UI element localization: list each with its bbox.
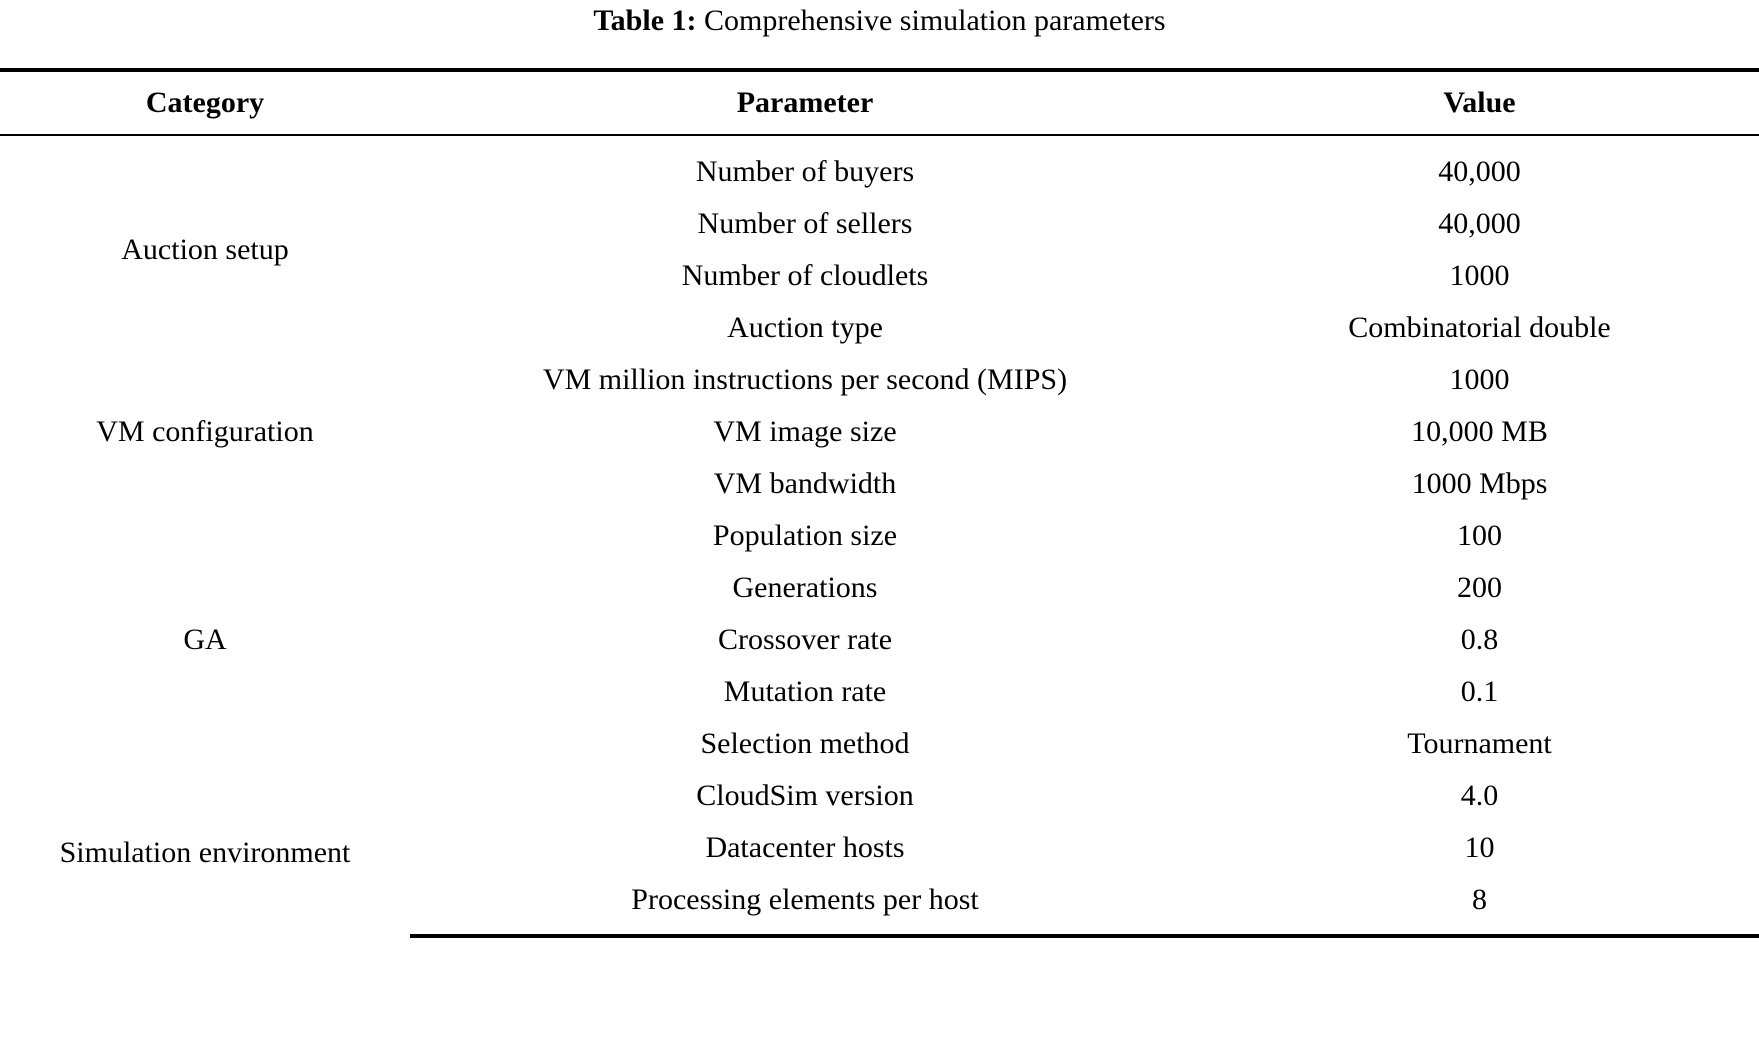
value-cell: 1000: [1449, 259, 1510, 292]
table-row: Simulation environment CloudSim version 4.…: [0, 770, 1759, 869]
table-row: GA Population size 100: [0, 510, 1759, 656]
value-cell: 10: [1464, 831, 1495, 864]
parameter-cell: Number of buyers: [695, 155, 915, 188]
parameter-cell: Selection method: [700, 727, 910, 760]
parameter-cell: VM bandwidth: [713, 467, 897, 500]
value-cell: 40,000: [1438, 155, 1521, 188]
value-cell: 1000: [1449, 363, 1510, 396]
table-row: VM configuration VM million instructions …: [0, 354, 1759, 448]
value-cell: Tournament: [1407, 727, 1552, 760]
value-cell: 1000 Mbps: [1411, 467, 1548, 500]
table-row: Crossover rate 0.8: [0, 614, 1759, 666]
parameter-cell: VM image size: [713, 415, 897, 448]
category-cell: Simulation environment: [59, 836, 351, 869]
table-caption-label: Table 1:: [593, 4, 697, 37]
table-header-row: Category Parameter Value: [0, 68, 1759, 136]
parameter-cell: CloudSim version: [696, 779, 914, 812]
table-row: Auction type Combinatorial double: [0, 302, 1759, 354]
table-row: Auction setup Number of buyers 40,000: [0, 135, 1759, 266]
table-row: Number of cloudlets 1000: [0, 250, 1759, 302]
table-row: VM image size 10,000 MB: [0, 406, 1759, 458]
table-row: Mutation rate 0.1: [0, 666, 1759, 718]
value-cell: 200: [1457, 571, 1502, 604]
parameter-cell: Number of cloudlets: [681, 259, 929, 292]
table-row: Selection method Tournament: [0, 718, 1759, 770]
parameter-cell: Datacenter hosts: [705, 831, 905, 864]
column-header-parameter: Parameter: [410, 68, 1200, 136]
table-row: VM bandwidth 1000 Mbps: [0, 458, 1759, 510]
column-header-value: Value: [1200, 68, 1759, 136]
value-cell: 40,000: [1438, 207, 1521, 240]
value-cell: Combinatorial double: [1348, 311, 1611, 344]
parameter-cell: Number of sellers: [697, 207, 913, 240]
value-cell: 10,000 MB: [1411, 415, 1548, 448]
category-cell: GA: [183, 623, 227, 656]
parameter-cell: Mutation rate: [723, 675, 887, 708]
category-cell: VM configuration: [96, 415, 314, 448]
value-cell: 0.8: [1460, 623, 1499, 656]
table-caption: Table 1: Comprehensive simulation parame…: [0, 2, 1759, 40]
parameter-cell: Auction type: [727, 311, 883, 344]
table-row: Datacenter hosts 10: [0, 822, 1759, 874]
parameter-cell: Processing elements per host: [410, 874, 1200, 938]
parameter-cell: VM million instructions per second (MIPS…: [542, 363, 1068, 396]
column-header-category: Category: [0, 68, 410, 136]
table-row: Generations 200: [0, 562, 1759, 614]
parameter-cell: Crossover rate: [717, 623, 893, 656]
table-row: Number of sellers 40,000: [0, 198, 1759, 250]
value-cell: 8: [1200, 874, 1759, 938]
table-caption-text: Comprehensive simulation parameters: [704, 4, 1166, 37]
parameter-cell: Population size: [712, 519, 898, 552]
value-cell: 100: [1457, 519, 1502, 552]
value-cell: 0.1: [1460, 675, 1499, 708]
parameter-cell: Generations: [732, 571, 878, 604]
category-cell: Auction setup: [121, 233, 289, 266]
table-header: Category Parameter Value: [0, 68, 1759, 136]
value-cell: 4.0: [1460, 779, 1499, 812]
